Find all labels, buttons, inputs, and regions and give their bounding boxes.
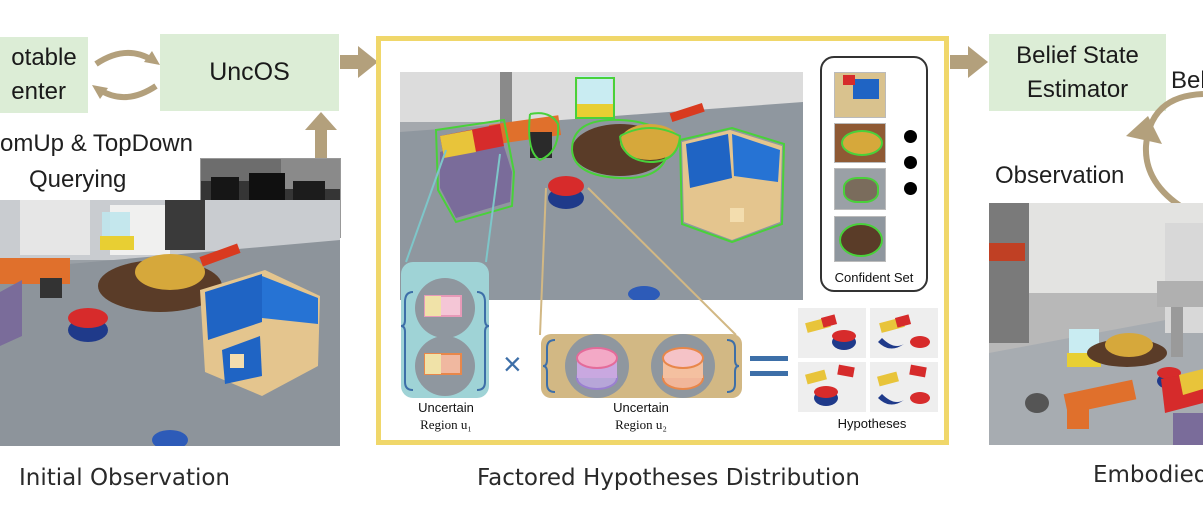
hypotheses-grid xyxy=(798,308,938,412)
embodied-photo xyxy=(989,203,1203,445)
ellipsis-dots-icon xyxy=(904,130,918,210)
uncertain-region-1-line2: Region u₁ xyxy=(420,417,472,432)
confident-item-bowl xyxy=(834,123,886,163)
hypotheses-frame xyxy=(376,36,949,445)
belief-state-estimator-box: Belief State Estimator xyxy=(989,34,1166,111)
region-connector-lines xyxy=(405,149,737,336)
initial-observation-photo xyxy=(0,200,340,446)
cycle-arrows-icon xyxy=(92,50,160,100)
belief-estimator-line1: Belief State xyxy=(1016,41,1139,69)
feedback-loop-arrow-icon xyxy=(1126,91,1203,215)
pointable-center-box: otable enter xyxy=(0,37,88,113)
uncertain-region-2-line2: Region u₂ xyxy=(615,417,667,432)
pointable-line2: enter xyxy=(11,78,66,105)
uncos-label: UncOS xyxy=(209,58,290,86)
times-symbol: × xyxy=(503,346,522,382)
embodied-caption: Embodied xyxy=(1093,462,1203,488)
factored-hypotheses-caption: Factored Hypotheses Distribution xyxy=(477,465,860,491)
confident-item-drill xyxy=(834,168,886,210)
uncertain-region-1-line1: Uncertain xyxy=(418,400,474,415)
query-label-line2: Querying xyxy=(29,166,127,193)
query-label-line1: omUp & TopDown xyxy=(0,130,193,157)
uncos-box: UncOS xyxy=(160,34,339,111)
up-arrow-icon xyxy=(305,112,337,160)
belief-partial-label: Bel xyxy=(1171,67,1203,94)
equals-symbol-icon xyxy=(750,356,788,376)
pointable-line1: otable xyxy=(11,44,77,71)
uncertain-region-2-hypotheses xyxy=(542,334,740,398)
arrow-to-hypotheses-icon xyxy=(340,46,378,78)
uncertain-region-1-hypotheses xyxy=(401,278,489,396)
belief-estimator-line2: Estimator xyxy=(1026,75,1129,103)
uncertain-region-2-line1: Uncertain xyxy=(613,400,669,415)
uncertain-region-2-label: Uncertain Region u₂ xyxy=(594,399,688,433)
confident-item-box xyxy=(834,72,886,118)
confident-set-label: Confident Set xyxy=(834,270,914,285)
initial-observation-caption: Initial Observation xyxy=(19,465,231,491)
confident-item-pan xyxy=(834,216,886,262)
observation-label: Observation xyxy=(995,162,1125,189)
uncertain-region-1-label: Uncertain Region u₁ xyxy=(400,399,492,433)
hypotheses-label: Hypotheses xyxy=(837,416,907,431)
arrow-to-estimator-icon xyxy=(950,46,988,78)
